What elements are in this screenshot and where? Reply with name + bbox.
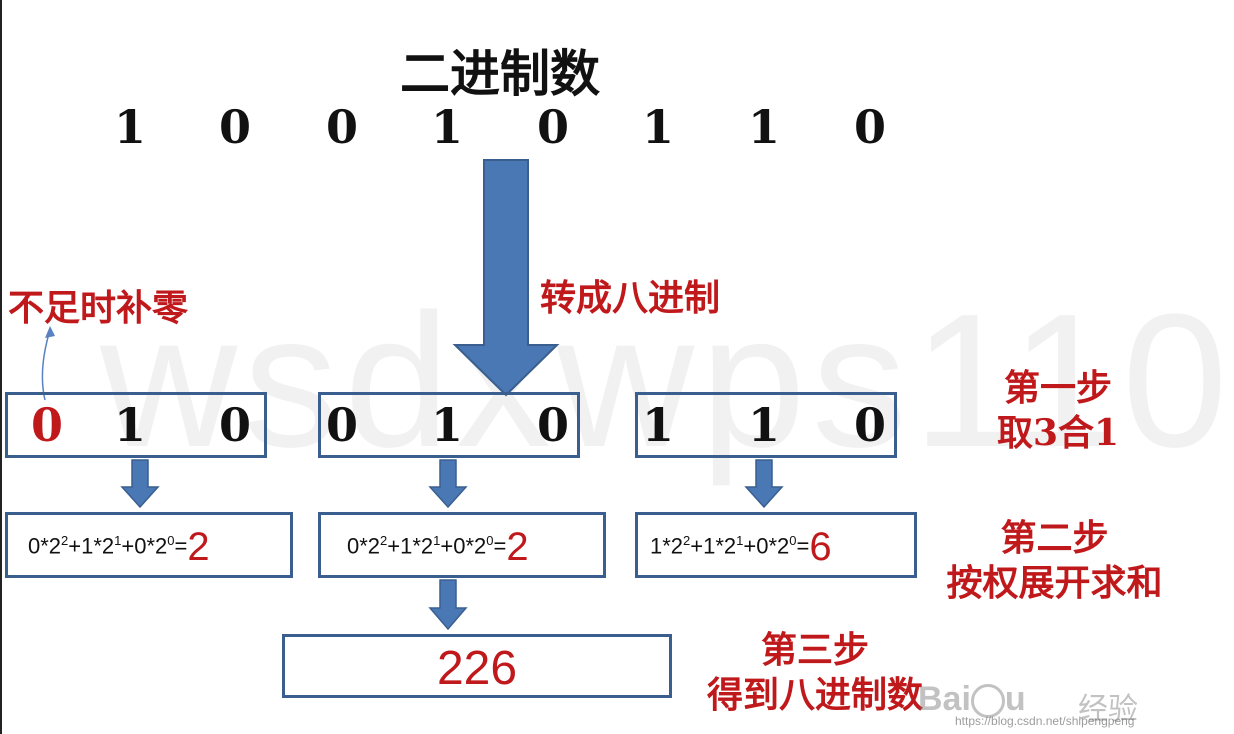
convert-label: 转成八进制 (540, 277, 721, 319)
small-down-arrow (120, 459, 160, 509)
step3-title: 第三步 (760, 629, 869, 671)
group-digit-padded: 0 (30, 398, 63, 452)
baidu-jingyan-text: 经验 (1078, 693, 1138, 726)
formula-box: 1*22+1*21+0*20=6 (635, 512, 917, 578)
step1-title: 第一步 (1003, 367, 1112, 409)
blog-url-text: https://blog.csdn.net/shipengpeng (955, 714, 1135, 728)
group-digit: 0 (853, 398, 886, 452)
formula: 0*22+1*21+0*20=2 (347, 525, 529, 569)
step2-desc: 按权展开求和 (946, 562, 1163, 604)
big-down-arrow (452, 159, 560, 397)
binary-bit: 0 (536, 100, 569, 154)
formula: 0*22+1*21+0*20=2 (28, 525, 210, 569)
small-down-arrow (744, 459, 784, 509)
group-digit: 0 (325, 398, 358, 452)
group-digit: 0 (218, 398, 251, 452)
formula-box: 0*22+1*21+0*20=2 (5, 512, 293, 578)
binary-bit: 1 (641, 100, 674, 154)
watermark-text: wsdxwps110 (100, 275, 1234, 487)
pad-pointer-head (45, 326, 55, 338)
step3-desc: 得到八进制数 (706, 674, 923, 716)
group-digit: 1 (113, 398, 146, 452)
binary-bit: 1 (430, 100, 463, 154)
diagram-title: 二进制数 (400, 44, 600, 103)
left-border-line (0, 0, 2, 734)
formula-box: 0*22+1*21+0*20=2 (318, 512, 606, 578)
formula-result: 2 (506, 525, 529, 569)
step3-label: 第三步 得到八进制数 (690, 628, 940, 718)
formula: 1*22+1*21+0*20=6 (650, 525, 832, 569)
formula-result: 2 (187, 525, 210, 569)
binary-bit: 0 (853, 100, 886, 154)
step1-desc: 取3合1 (996, 412, 1120, 454)
binary-bit: 0 (218, 100, 251, 154)
formula-result: 6 (809, 525, 832, 569)
pad-zero-label: 不足时补零 (8, 287, 189, 329)
binary-bit: 1 (747, 100, 780, 154)
group-box (318, 392, 580, 458)
group-box (5, 392, 267, 458)
binary-bit: 0 (325, 100, 358, 154)
group-digit: 0 (536, 398, 569, 452)
step2-title: 第二步 (1000, 517, 1109, 559)
group-digit: 1 (641, 398, 674, 452)
paw-icon (970, 684, 1005, 719)
small-down-arrow (428, 579, 468, 631)
binary-bit: 1 (113, 100, 146, 154)
diagram-arrows (41, 159, 784, 631)
small-down-arrow (428, 459, 468, 509)
group-box (635, 392, 897, 458)
final-result: 226 (436, 642, 518, 695)
result-box: 226 (282, 634, 672, 698)
group-digit: 1 (430, 398, 463, 452)
step1-label: 第一步 取3合1 (993, 366, 1123, 456)
step2-label: 第二步 按权展开求和 (932, 516, 1177, 606)
group-digit: 1 (747, 398, 780, 452)
pad-pointer-line (41, 329, 51, 401)
